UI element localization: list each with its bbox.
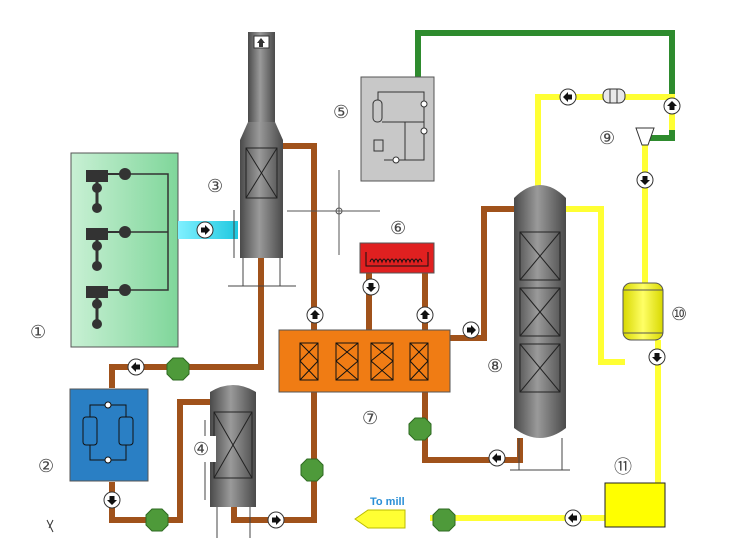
absorber-column xyxy=(228,32,296,287)
regenerator-column xyxy=(190,385,256,538)
label-2: ② xyxy=(38,456,54,477)
pump-icon xyxy=(145,357,456,532)
arrow-circle-icon xyxy=(306,306,324,324)
label-10: ⑩ xyxy=(671,304,687,325)
label-7: ⑦ xyxy=(362,408,378,429)
arrow-circle-icon xyxy=(103,491,121,509)
heater xyxy=(359,242,435,274)
storage-tank xyxy=(622,282,664,341)
compressor-unit-3 xyxy=(86,284,131,329)
to-mill-label: To mill xyxy=(370,496,405,508)
label-5: ⑤ xyxy=(333,102,349,123)
label-9: ⑨ xyxy=(599,128,615,149)
arrow-circle-icon xyxy=(636,171,654,189)
dryer-unit xyxy=(69,388,149,482)
corner-mark xyxy=(46,519,54,533)
heat-exchanger xyxy=(278,329,451,393)
label-8: ⑧ xyxy=(487,356,503,377)
label-11: ⑪ xyxy=(614,457,632,478)
arrow-circle-icon xyxy=(559,88,577,106)
compressor-panel xyxy=(70,152,179,348)
label-4: ④ xyxy=(193,439,209,460)
compressor-unit-2 xyxy=(86,226,131,271)
label-3: ③ xyxy=(207,176,223,197)
arrow-circle-icon xyxy=(362,278,380,296)
stripper-column xyxy=(510,185,570,471)
crosshair xyxy=(287,170,380,255)
arrow-circle-icon xyxy=(564,509,582,527)
label-6: ⑥ xyxy=(390,218,406,239)
filter-cartridge xyxy=(602,88,655,146)
arrow-circle-icon xyxy=(462,321,480,339)
arrow-circle-icon xyxy=(127,358,145,376)
product-tank xyxy=(604,482,666,528)
to-mill-arrow xyxy=(354,509,406,529)
compressor-unit-1 xyxy=(86,168,131,213)
brown-pipes xyxy=(109,143,523,523)
green-pipe xyxy=(415,30,675,141)
arrow-circle-icon xyxy=(663,97,681,115)
arrow-circle-icon xyxy=(267,511,285,529)
arrow-circle-icon xyxy=(648,348,666,366)
control-box xyxy=(360,76,435,182)
arrow-circle-icon xyxy=(416,306,434,324)
arrow-circle-icon xyxy=(196,221,214,239)
flow-arrows xyxy=(103,88,681,529)
arrow-circle-icon xyxy=(488,449,506,467)
label-1: ① xyxy=(30,322,46,343)
